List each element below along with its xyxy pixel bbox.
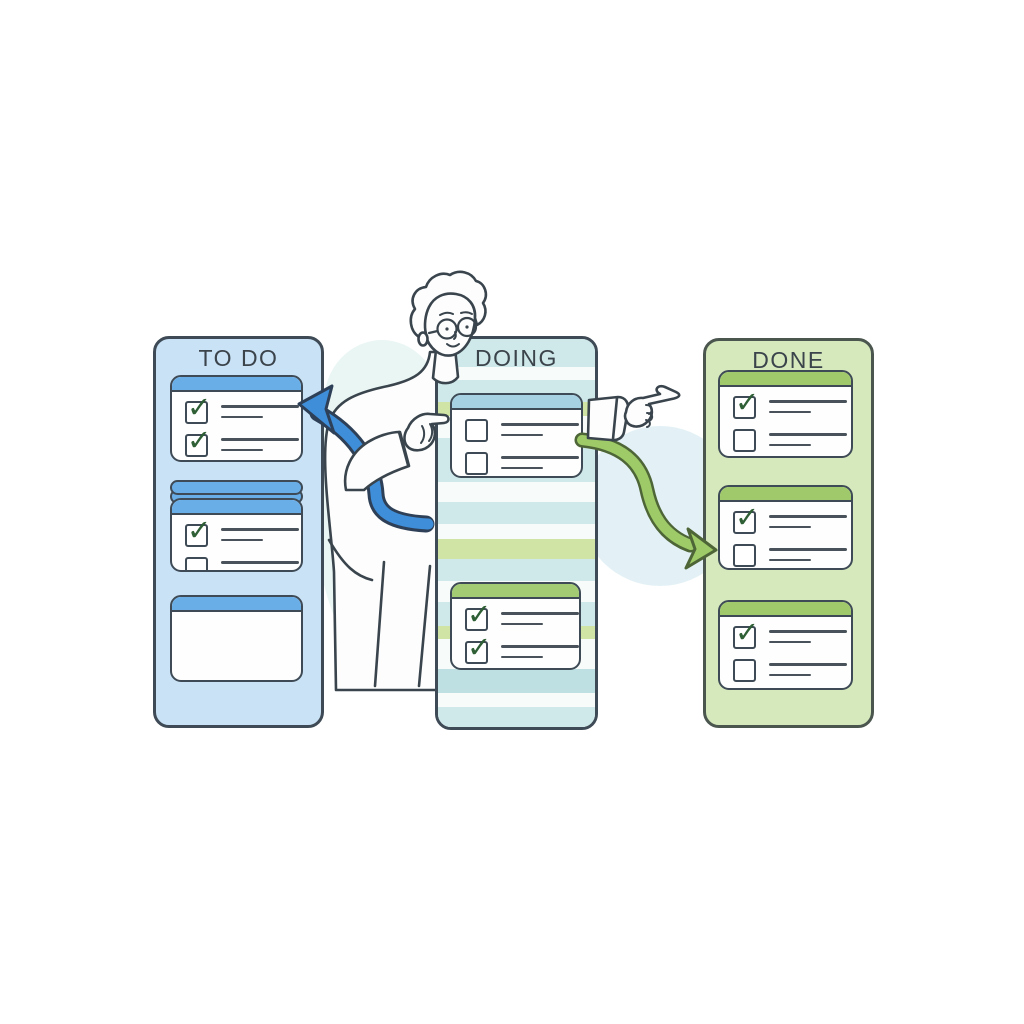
column-title-done: DONE bbox=[752, 347, 825, 373]
person-eyebrow bbox=[460, 311, 473, 315]
task-row bbox=[733, 385, 847, 419]
task-text-lines bbox=[221, 438, 299, 452]
task-text-lines bbox=[769, 663, 847, 677]
card-header-bar bbox=[720, 487, 851, 502]
person-hair bbox=[409, 270, 488, 339]
card-header-bar bbox=[172, 500, 301, 515]
person-eyebrow bbox=[439, 311, 454, 316]
task-row bbox=[465, 597, 579, 631]
person-eye bbox=[465, 325, 469, 329]
task-text-lines bbox=[769, 548, 847, 562]
checkbox-checked-icon bbox=[733, 500, 759, 534]
kanban-column-todo: TO DO bbox=[153, 336, 324, 728]
checkbox-unchecked-icon bbox=[465, 419, 488, 442]
person-right-arm-pointing bbox=[343, 412, 450, 492]
task-text-lines bbox=[221, 528, 299, 542]
person-left-arm-pointing bbox=[586, 384, 681, 442]
checkbox-unchecked-icon bbox=[465, 452, 488, 475]
column-title-doing: DOING bbox=[475, 345, 558, 371]
task-card bbox=[170, 375, 303, 462]
task-text-lines bbox=[769, 433, 847, 447]
task-card bbox=[718, 600, 853, 690]
checkbox-unchecked-icon bbox=[733, 429, 756, 452]
task-text-lines bbox=[221, 561, 299, 570]
checkbox-checked-icon bbox=[733, 385, 759, 419]
person-leg-line bbox=[417, 564, 432, 688]
task-row bbox=[185, 557, 299, 570]
card-header-bar bbox=[172, 597, 301, 612]
task-text-lines bbox=[769, 515, 847, 529]
task-row bbox=[465, 419, 579, 442]
task-card bbox=[450, 393, 583, 478]
card-header-bar bbox=[452, 395, 581, 410]
kanban-column-done: DONE bbox=[703, 338, 874, 728]
task-row bbox=[733, 429, 847, 452]
task-text-lines bbox=[501, 423, 579, 437]
checkbox-unchecked-icon bbox=[185, 557, 208, 570]
person-ear bbox=[417, 331, 429, 347]
task-row bbox=[185, 390, 299, 424]
checkbox-checked-icon bbox=[465, 597, 491, 631]
card-header-bar bbox=[452, 584, 579, 599]
task-row bbox=[733, 544, 847, 567]
task-text-lines bbox=[501, 612, 579, 626]
task-text-lines bbox=[769, 630, 847, 644]
task-text-lines bbox=[501, 645, 579, 659]
task-row bbox=[733, 500, 847, 534]
task-row bbox=[465, 452, 579, 475]
kanban-column-doing: DOING bbox=[435, 336, 598, 730]
checkbox-checked-icon bbox=[185, 390, 211, 424]
task-card bbox=[718, 370, 853, 458]
card-header-bar bbox=[720, 372, 851, 387]
task-text-lines bbox=[769, 400, 847, 414]
task-row bbox=[465, 630, 579, 666]
card-header-bar bbox=[720, 602, 851, 617]
task-card bbox=[718, 485, 853, 570]
task-row bbox=[185, 513, 299, 547]
checkbox-checked-icon bbox=[185, 423, 211, 457]
task-text-lines bbox=[221, 405, 299, 419]
checkbox-checked-icon bbox=[733, 615, 759, 649]
background-blob bbox=[315, 340, 451, 665]
task-card bbox=[450, 582, 581, 670]
task-text-lines bbox=[501, 456, 579, 470]
task-card-stacked bbox=[170, 480, 303, 572]
checkbox-checked-icon bbox=[185, 513, 211, 547]
checkbox-checked-icon bbox=[465, 630, 491, 664]
task-row bbox=[185, 423, 299, 457]
person-leg-line bbox=[373, 560, 386, 688]
column-title-todo: TO DO bbox=[198, 345, 279, 371]
checkbox-unchecked-icon bbox=[733, 544, 756, 567]
stacked-card-edge bbox=[170, 480, 303, 495]
task-card-empty bbox=[170, 595, 303, 682]
task-row bbox=[733, 659, 847, 682]
card-header-bar bbox=[172, 377, 301, 392]
move-forward-arrow bbox=[574, 432, 718, 570]
task-row bbox=[733, 615, 847, 649]
person-eye bbox=[445, 327, 449, 331]
checkbox-unchecked-icon bbox=[733, 659, 756, 682]
